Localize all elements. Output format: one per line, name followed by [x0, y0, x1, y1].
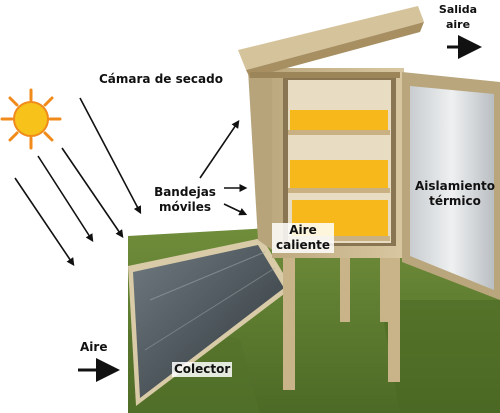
- ray-arrow: [37, 155, 94, 243]
- hot-air-label-line2: caliente: [276, 238, 330, 252]
- ray-arrow: [79, 97, 142, 215]
- drying-trays: [288, 110, 390, 241]
- collector-label: Colector: [172, 362, 233, 377]
- chamber-arrow: [199, 120, 240, 179]
- air-in-label: Aire: [80, 340, 108, 354]
- insulation-label: Aislamiento térmico: [412, 179, 498, 209]
- hot-air-label: Aire caliente: [272, 223, 334, 253]
- exit-air-label: Salida aire: [434, 2, 482, 32]
- tray-arrow: [223, 203, 248, 216]
- sun-icon: [0, 88, 62, 150]
- trays-label-line2: móviles: [158, 200, 212, 214]
- trays-label-line1: Bandejas: [154, 185, 216, 199]
- annotation-arrows: [78, 35, 482, 382]
- drying-cabinet: [238, 6, 424, 258]
- insulation-label-line1: Aislamiento: [414, 179, 496, 193]
- trays-label: Bandejas móviles: [150, 185, 220, 215]
- exit-air-label-line2: aire: [445, 18, 471, 31]
- ray-arrow: [14, 177, 75, 266]
- hot-air-label-line1: Aire: [289, 223, 317, 237]
- ray-arrow: [61, 147, 124, 238]
- chamber-label: Cámara de secado: [99, 72, 223, 86]
- sun-rays: [14, 97, 142, 266]
- legs: [283, 250, 400, 390]
- insulation-label-line2: térmico: [429, 194, 481, 208]
- exit-air-label-line1: Salida: [438, 3, 478, 16]
- insulated-door: [402, 72, 500, 300]
- solar-collector: [128, 238, 292, 406]
